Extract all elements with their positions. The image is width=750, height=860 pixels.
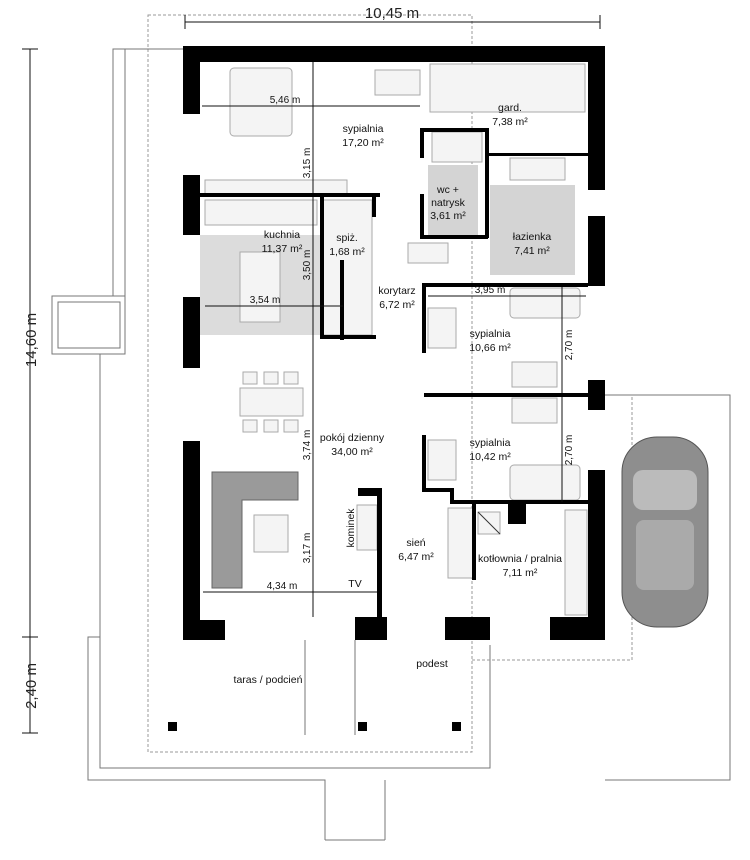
dim-living-depth-2: 3,17 m bbox=[302, 533, 313, 564]
dim-living-depth-1: 3,74 m bbox=[302, 430, 313, 461]
room-wardrobe: gard. 7,38 m² bbox=[492, 102, 528, 128]
terrace-posts bbox=[168, 722, 461, 731]
svg-text:natrysk: natrysk bbox=[431, 197, 466, 209]
room-vestibule: sień 6,47 m² bbox=[398, 537, 434, 563]
dim-kitchen-width: 3,54 m bbox=[250, 295, 281, 306]
svg-text:6,47 m²: 6,47 m² bbox=[398, 551, 434, 563]
dimension-lines bbox=[22, 15, 601, 734]
dining-table bbox=[239, 387, 304, 417]
room-corridor: korytarz 6,72 m² bbox=[378, 285, 415, 311]
room-living: pokój dzienny 34,00 m² bbox=[320, 432, 385, 458]
svg-text:sypialnia: sypialnia bbox=[470, 328, 511, 340]
svg-text:sień: sień bbox=[406, 537, 425, 549]
room-bedroom-3: sypialnia 10,42 m² bbox=[469, 437, 511, 463]
room-bedroom-2: sypialnia 10,66 m² bbox=[469, 328, 511, 354]
dim-bedroom3-depth: 2,70 m bbox=[564, 435, 575, 466]
fireplace bbox=[356, 504, 378, 551]
svg-text:6,72 m²: 6,72 m² bbox=[379, 299, 415, 311]
room-bathroom: łazienka 7,41 m² bbox=[513, 231, 552, 257]
dim-bedroom2-depth: 2,70 m bbox=[564, 330, 575, 361]
desk bbox=[374, 69, 421, 96]
dim-total-width: 10,45 m bbox=[365, 5, 419, 22]
svg-text:sypialnia: sypialnia bbox=[343, 123, 384, 135]
svg-text:11,37 m²: 11,37 m² bbox=[262, 243, 303, 255]
svg-text:10,66 m²: 10,66 m² bbox=[469, 342, 511, 354]
bed bbox=[229, 67, 293, 137]
room-kitchen: kuchnia 11,37 m² bbox=[262, 229, 303, 255]
svg-text:3,61 m²: 3,61 m² bbox=[430, 210, 466, 222]
svg-text:łazienka: łazienka bbox=[513, 231, 552, 243]
terrace-label: taras / podcień bbox=[234, 674, 303, 686]
svg-text:kotłownia / pralnia: kotłownia / pralnia bbox=[478, 553, 562, 565]
bathtub-2 bbox=[509, 287, 581, 319]
dim-bedroom2-width: 3,95 m bbox=[475, 285, 506, 296]
walls bbox=[183, 46, 605, 640]
tv-label: TV bbox=[348, 578, 361, 590]
furniture bbox=[204, 63, 588, 616]
dim-total-depth: 14,60 m bbox=[23, 313, 40, 367]
room-wc-shower: wc + natrysk 3,61 m² bbox=[430, 184, 466, 222]
room-pantry: spiż. 1,68 m² bbox=[329, 232, 365, 258]
room-boiler-laundry: kotłownia / pralnia 7,11 m² bbox=[478, 553, 562, 579]
bathtub bbox=[509, 157, 566, 181]
entrance-label: podest bbox=[416, 658, 448, 670]
room-bedroom-main: sypialnia 17,20 m² bbox=[342, 123, 384, 149]
svg-text:pokój dzienny: pokój dzienny bbox=[320, 432, 385, 444]
site-outlines bbox=[51, 14, 731, 841]
svg-text:sypialnia: sypialnia bbox=[470, 437, 511, 449]
car bbox=[621, 436, 709, 628]
svg-text:7,11 m²: 7,11 m² bbox=[503, 567, 538, 579]
corner-sofa bbox=[211, 471, 299, 589]
fireplace-label: kominek bbox=[345, 508, 357, 548]
svg-text:kuchnia: kuchnia bbox=[264, 229, 300, 241]
svg-text:gard.: gard. bbox=[498, 102, 522, 114]
svg-text:7,38 m²: 7,38 m² bbox=[492, 116, 528, 128]
svg-text:korytarz: korytarz bbox=[378, 285, 415, 297]
bathtub-3 bbox=[509, 464, 581, 501]
svg-text:spiż.: spiż. bbox=[336, 232, 358, 244]
dim-bedroom-width: 5,46 m bbox=[270, 95, 301, 106]
wardrobe bbox=[429, 63, 586, 113]
svg-text:34,00 m²: 34,00 m² bbox=[331, 446, 373, 458]
dim-terrace-depth: 2,40 m bbox=[23, 663, 40, 709]
svg-text:7,41 m²: 7,41 m² bbox=[514, 245, 550, 257]
svg-text:10,42 m²: 10,42 m² bbox=[469, 451, 511, 463]
coffee-table bbox=[253, 514, 289, 553]
svg-text:wc +: wc + bbox=[436, 184, 459, 196]
dim-kitchen-depth: 3,50 m bbox=[302, 250, 313, 281]
svg-text:1,68 m²: 1,68 m² bbox=[329, 246, 365, 258]
dim-bedroom-depth: 3,15 m bbox=[302, 148, 313, 179]
chimney-outlet bbox=[51, 295, 126, 355]
dim-living-width: 4,34 m bbox=[267, 581, 298, 592]
svg-text:17,20 m²: 17,20 m² bbox=[342, 137, 384, 149]
